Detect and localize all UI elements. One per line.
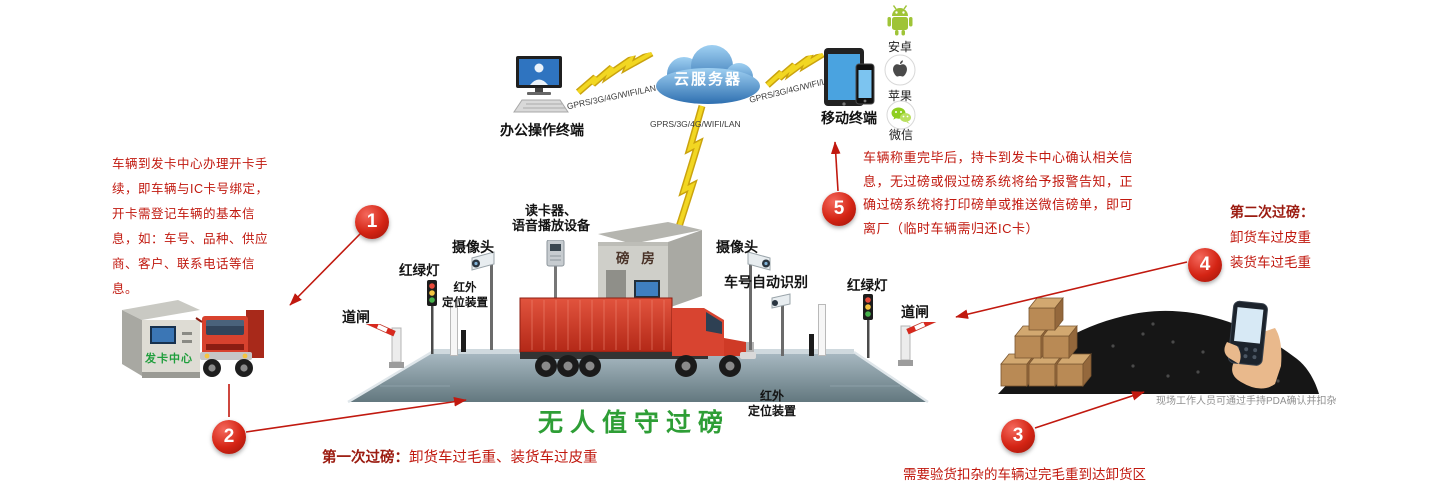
cloud-server-icon xyxy=(650,44,766,113)
plate-recognition-label: 车号自动识别 xyxy=(724,274,808,290)
inspection-note: 需要验货扣杂的车辆过完毛重到达卸货区 xyxy=(903,467,1146,482)
infrared-right-label: 红外 定位装置 xyxy=(742,389,802,419)
infrared-right-line1: 红外 xyxy=(759,389,784,403)
camera-right-label: 摄像头 xyxy=(716,239,758,255)
reader-label-line1: 读卡器、 xyxy=(524,203,577,218)
step-circle-2: 2 xyxy=(212,420,246,454)
card-center-label: 发卡中心 xyxy=(145,353,193,365)
lightning-bolt-icon xyxy=(762,48,831,97)
mobile-terminal-label: 移动终端 xyxy=(821,110,877,126)
wechat-icon xyxy=(886,100,916,135)
step-circle-3: 3 xyxy=(1001,419,1035,453)
barrier-left-label: 道闸 xyxy=(342,309,370,325)
infrared-right-line2: 定位装置 xyxy=(747,404,796,418)
card-center-note: 车辆到发卡中心办理开卡手续，即车辆与IC卡号绑定，开卡需登记车辆的基本信息，如：… xyxy=(112,157,269,296)
step-number: 2 xyxy=(223,426,235,447)
guide-pole xyxy=(818,304,826,356)
confirm-note: 车辆称重完毕后，持卡到发卡中心确认相关信息，无过磅或假过磅系统将给予报警告知，正… xyxy=(863,150,1134,236)
second-weigh-line1: 卸货车过皮重 xyxy=(1230,230,1311,245)
lightning-bolt-icon xyxy=(672,104,716,237)
traffic-light-right-label: 红绿灯 xyxy=(847,278,888,293)
infrared-sensor-left xyxy=(461,330,466,352)
unloading-area-illustration xyxy=(993,286,1325,405)
second-weigh-line2: 装货车过毛重 xyxy=(1230,255,1311,270)
apple-label: 苹果 xyxy=(887,89,912,103)
link-label-center: GPRS/3G/4G/WIFI/LAN xyxy=(650,119,741,129)
wechat-label: 微信 xyxy=(888,128,913,142)
barrier-gate-right-icon xyxy=(896,309,954,373)
mobile-terminal-icon xyxy=(822,46,876,115)
camera-left-icon xyxy=(470,248,506,355)
traffic-light-left-label: 红绿灯 xyxy=(399,263,440,278)
infrared-left-label: 红外 定位装置 xyxy=(437,281,493,311)
office-terminal-icon xyxy=(510,56,574,121)
first-weigh-label: 第一次过磅： xyxy=(322,450,409,466)
step-number: 5 xyxy=(833,198,845,219)
camera-right-icon xyxy=(736,248,772,355)
scene-title: 无人值守过磅 xyxy=(538,409,731,437)
infrared-left-line2: 定位装置 xyxy=(442,297,488,309)
plate-recognition-camera-icon xyxy=(770,292,796,361)
weigh-house-label: 磅 房 xyxy=(616,251,659,266)
cloud-server-label: 云服务器 xyxy=(673,71,742,88)
android-label: 安卓 xyxy=(887,40,912,54)
step-circle-1: 1 xyxy=(355,205,389,239)
barrier-right-label: 道闸 xyxy=(901,304,929,320)
card-center-building xyxy=(116,296,204,385)
weigh-house xyxy=(598,222,702,319)
first-weigh-text: 第一次过磅：卸货车过毛重、装货车过皮重 xyxy=(322,446,598,467)
infrared-left-line1: 红外 xyxy=(453,282,477,294)
step-circle-5: 5 xyxy=(822,192,856,226)
small-truck-illustration xyxy=(190,300,270,387)
camera-left-label: 摄像头 xyxy=(452,239,494,255)
step-number: 3 xyxy=(1012,425,1024,446)
step-number: 1 xyxy=(366,211,378,232)
step-number: 4 xyxy=(1199,254,1211,275)
reader-label-line2: 语音播放设备 xyxy=(511,218,590,233)
step-circle-4: 4 xyxy=(1188,248,1222,282)
second-weigh-text: 第二次过磅： 卸货车过皮重 装货车过毛重 xyxy=(1230,200,1314,275)
lightning-bolt-icon xyxy=(571,49,660,104)
reader-label: 读卡器、 语音播放设备 xyxy=(505,203,597,233)
guide-pole xyxy=(450,300,458,356)
traffic-light-right-icon xyxy=(860,292,876,363)
infrared-sensor-right xyxy=(809,334,814,356)
android-icon xyxy=(886,4,914,41)
truck-illustration xyxy=(518,294,760,393)
apple-icon xyxy=(884,54,916,91)
first-weigh-detail: 卸货车过毛重、装货车过皮重 xyxy=(409,450,598,466)
pda-caption: 现场工作人员可通过手持PDA确认并扣杂 xyxy=(1156,396,1337,407)
office-terminal-label: 办公操作终端 xyxy=(500,122,584,138)
barrier-gate-left-icon xyxy=(348,311,406,375)
second-weigh-label: 第二次过磅： xyxy=(1230,204,1314,220)
traffic-light-left-icon xyxy=(424,278,440,359)
